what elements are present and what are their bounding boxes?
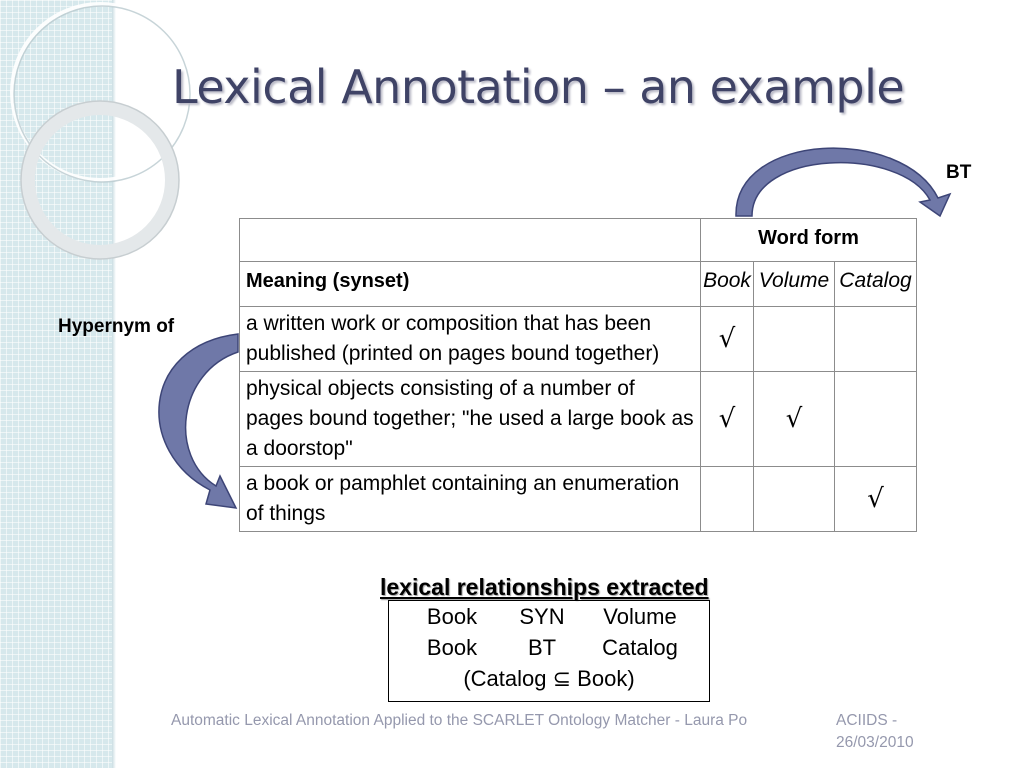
table-header-row-1: Word form [239,218,917,262]
footer-presentation-info: Automatic Lexical Annotation Applied to … [171,712,748,729]
rel-term: Volume [603,604,677,629]
check-cell: √ [753,371,835,467]
meaning-cell: a book or pamphlet containing an enumera… [239,466,701,532]
check-cell [834,306,917,372]
rel-type: SYN [519,604,565,629]
check-cell [753,466,835,532]
table-row: a written work or composition that has b… [239,306,917,372]
check-cell: √ [700,371,754,467]
sidebar-edge [112,0,116,768]
meaning-cell: physical objects consisting of a number … [239,371,701,467]
check-cell [753,306,835,372]
table-header-row-2: Meaning (synset) Book Volume Catalog [239,261,917,307]
word-form-header: Word form [700,218,917,262]
rel-type: BT [527,635,557,660]
lexical-annotation-table: Word form Meaning (synset) Book Volume C… [239,218,917,532]
check-cell: √ [700,306,754,372]
check-cell [834,371,917,467]
relationship-line: Book SYN Volume [400,601,709,632]
hypernym-label: Hypernym of [58,316,175,337]
hypernym-arrow-icon [158,333,239,509]
subset-line: (Catalog ⊆ Book) [389,663,709,694]
table-row: a book or pamphlet containing an enumera… [239,466,917,532]
word-form-volume: Volume [753,261,835,307]
deco-circle-small-edge [20,100,180,260]
footer-conference-date: ACIIDS - 26/03/2010 [836,712,914,751]
empty-header-cell [239,218,701,262]
bt-label: BT [946,162,972,183]
subset-symbol-icon: ⊆ [552,666,572,691]
rel-term: Book [426,635,478,660]
meaning-header: Meaning (synset) [239,261,701,307]
slide-title: Lexical Annotation – an example [172,60,905,114]
deco-circle-large [10,2,190,182]
rel-term: Book [426,604,478,629]
relationships-box: Book SYN Volume Book BT Catalog (Catalog… [388,600,710,702]
table-row: physical objects consisting of a number … [239,371,917,467]
word-form-book: Book [700,261,754,307]
meaning-cell: a written work or composition that has b… [239,306,701,372]
relationships-title: lexical relationships extracted [380,574,709,600]
deco-circle-large-shadow [13,5,191,183]
word-form-catalog: Catalog [834,261,917,307]
decorative-circles [10,2,191,260]
check-cell: √ [834,466,917,532]
bt-arrow-icon [735,147,952,218]
subset-open: (Catalog [463,666,547,691]
check-cell [700,466,754,532]
relationship-line: Book BT Catalog [400,632,709,663]
deco-circle-small [21,101,179,259]
rel-term: Catalog [602,635,678,660]
subset-close: Book) [577,666,635,691]
